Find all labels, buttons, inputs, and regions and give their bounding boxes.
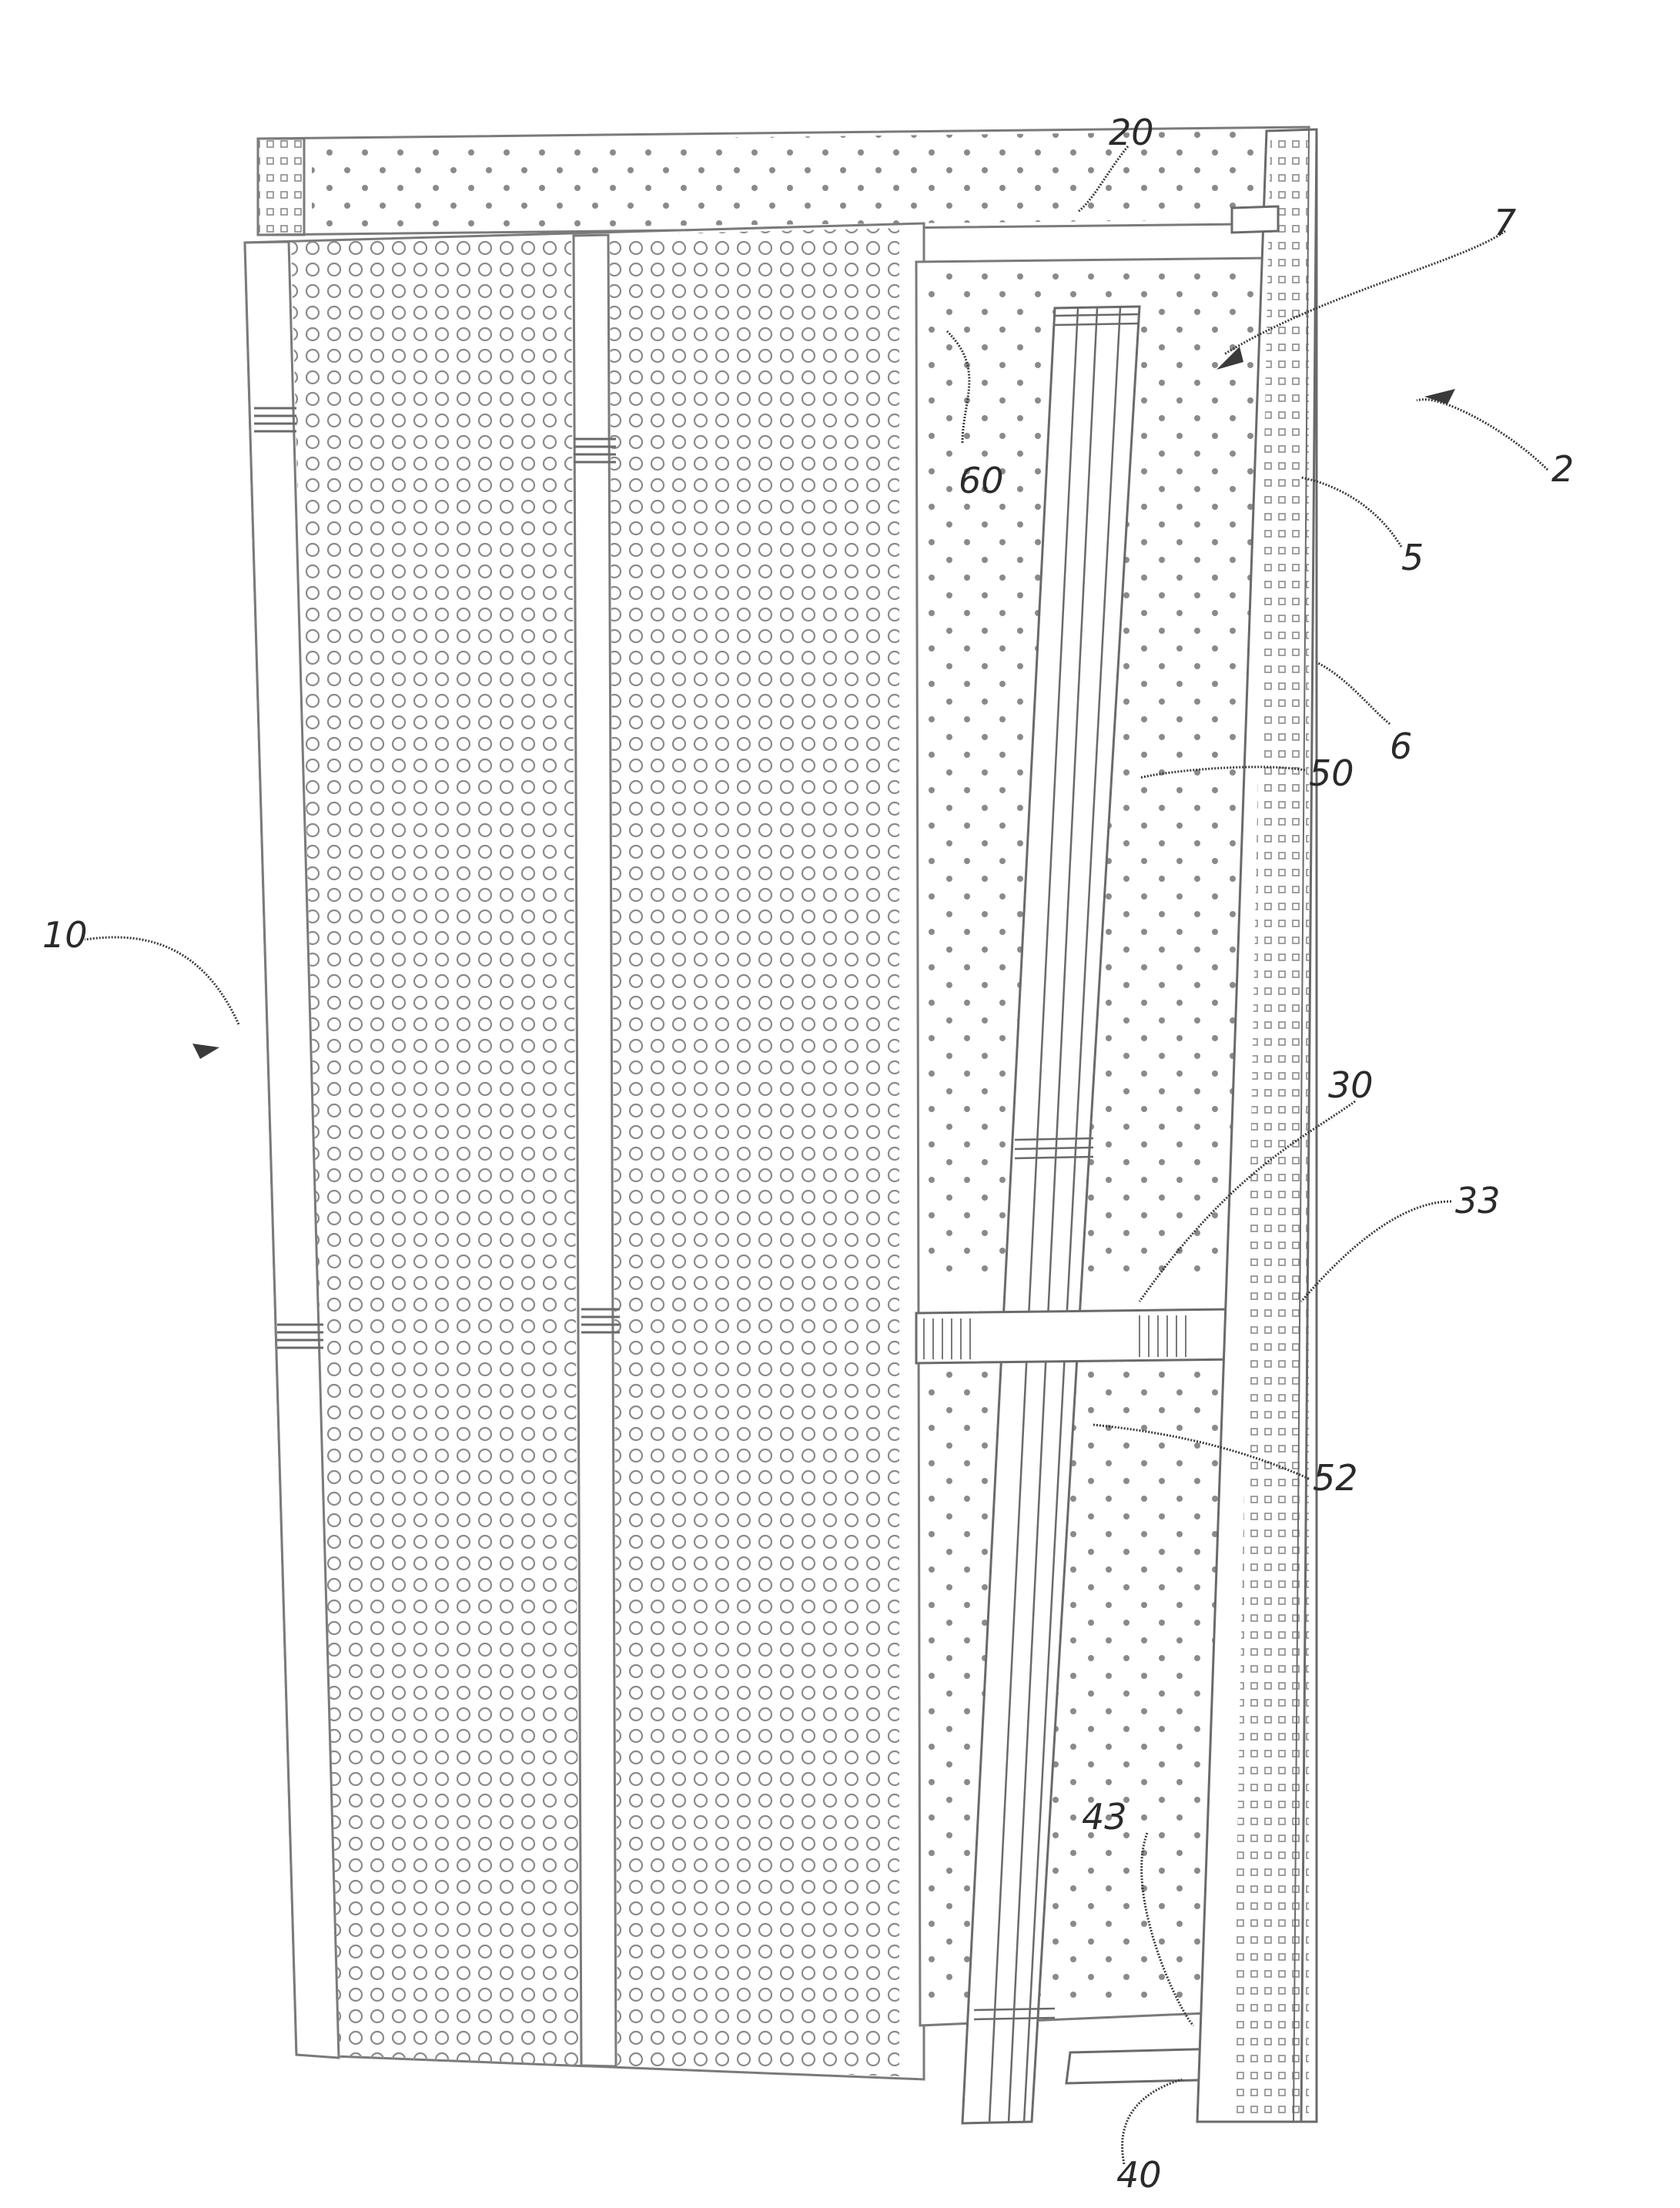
top-panel (258, 127, 1313, 235)
label-33: 33 (1455, 1180, 1501, 1221)
label-40: 40 (1116, 2154, 1162, 2196)
label-5: 5 (1401, 537, 1424, 578)
label-6: 6 (1390, 725, 1412, 767)
label-30: 30 (1328, 1064, 1374, 1106)
label-7: 7 (1494, 202, 1516, 243)
label-50: 50 (1309, 752, 1354, 794)
label-52: 52 (1313, 1457, 1358, 1499)
label-2: 2 (1551, 448, 1574, 490)
label-43: 43 (1082, 1796, 1127, 1838)
label-60: 60 (959, 460, 1004, 501)
label-20: 20 (1109, 112, 1154, 153)
label-10: 10 (42, 914, 88, 956)
left-panel (245, 223, 924, 2079)
